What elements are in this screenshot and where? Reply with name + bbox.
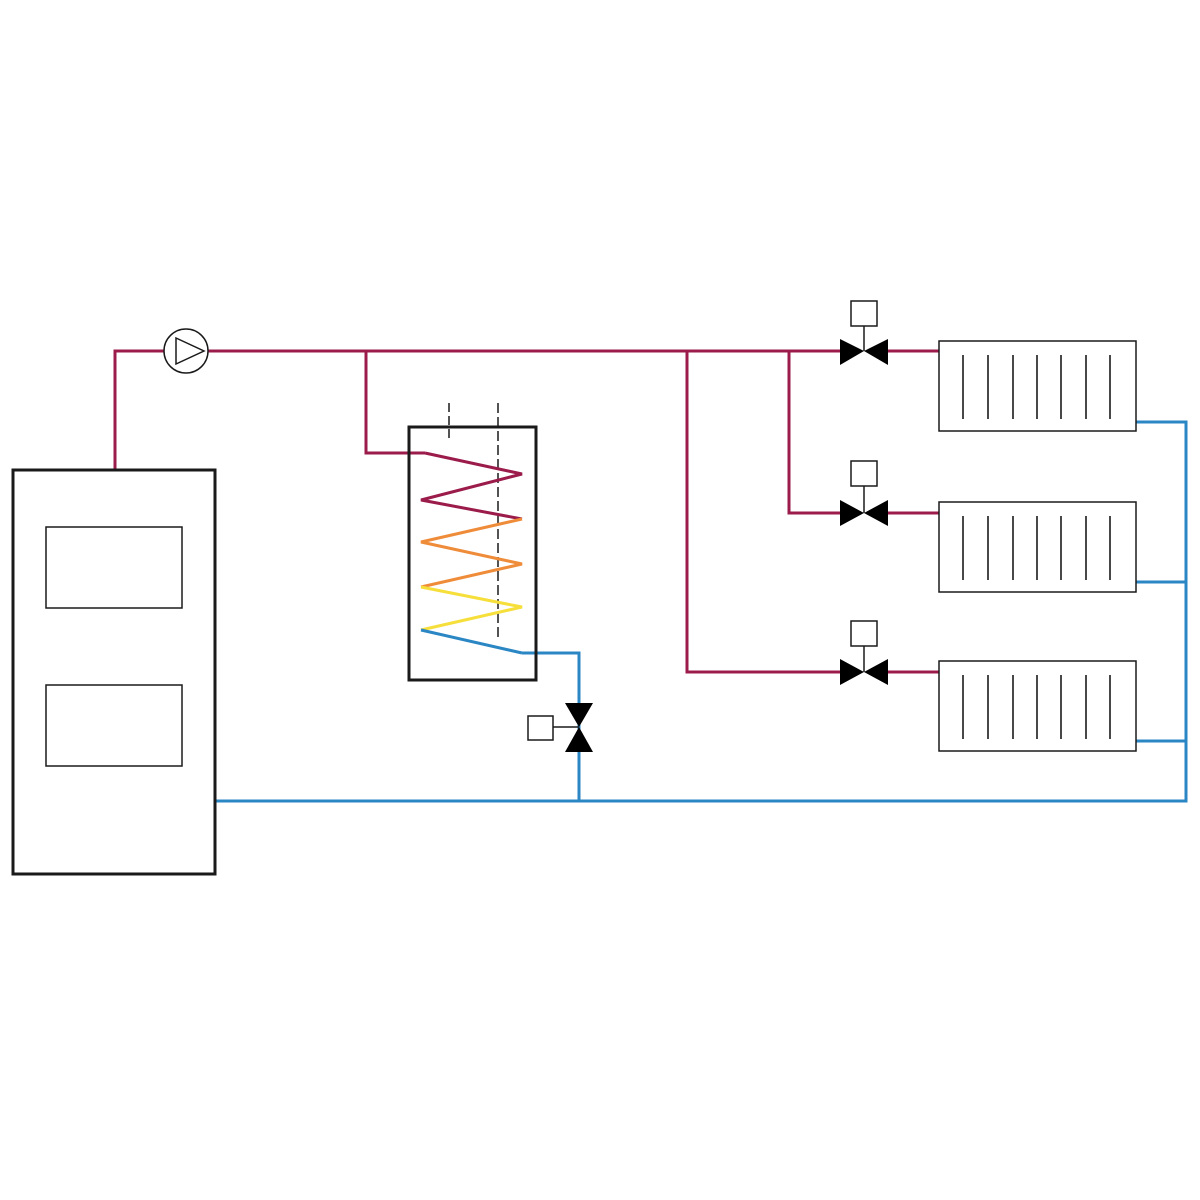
cylinder-valve-bottom-triangle [565, 727, 593, 752]
cylinder-valve-actuator [527, 715, 554, 741]
cylinder-body [407, 425, 538, 682]
supply-pipe-cylinder-branch [364, 351, 425, 455]
boiler-panel-upper [45, 526, 183, 609]
coil-hot-section [420, 451, 523, 521]
radiator-1-valve-actuator [850, 300, 878, 327]
radiator-1-valve-left [840, 339, 864, 365]
radiator-icon [938, 660, 1137, 752]
radiator-2 [840, 460, 1137, 593]
supply-pipe-boiler-riser [113, 349, 164, 470]
radiator-3-fins [962, 675, 1111, 739]
radiator-3-valve-actuator [850, 620, 878, 647]
radiator-icon [938, 340, 1137, 432]
supply-pipe-radiator-2-branch [787, 351, 840, 515]
coil-cold-section [420, 628, 523, 655]
coil-warm-section [420, 517, 523, 589]
pump-arrow [175, 336, 206, 366]
radiator-3-valve-right [864, 659, 888, 685]
radiator-icon [938, 501, 1137, 593]
radiator-2-fins [962, 516, 1111, 580]
return-pipe-main [216, 420, 1188, 803]
supply-pipework [113, 349, 940, 674]
radiator-2-valve-left [840, 500, 864, 526]
motorized-valve-icon [840, 620, 888, 685]
radiator-1-valve-right [864, 339, 888, 365]
radiator-2-valve-actuator [850, 460, 878, 487]
pump-icon [163, 328, 209, 374]
radiator-1-fins [962, 355, 1111, 419]
motorized-valve-icon [840, 460, 888, 526]
boiler-icon [11, 468, 217, 876]
radiator-1 [840, 300, 1137, 432]
radiator-3-valve-left [840, 659, 864, 685]
motorized-valve-icon [527, 703, 593, 752]
cylinder-valve-top-triangle [565, 703, 593, 727]
cylinder-coil-icon [407, 403, 538, 682]
supply-pipe-radiator-3-branch [685, 351, 840, 674]
motorized-valve-icon [840, 300, 888, 365]
radiator-3 [840, 620, 1137, 752]
radiator-2-valve-right [864, 500, 888, 526]
boiler-panel-lower [45, 684, 183, 767]
coil-mild-section [420, 585, 523, 632]
